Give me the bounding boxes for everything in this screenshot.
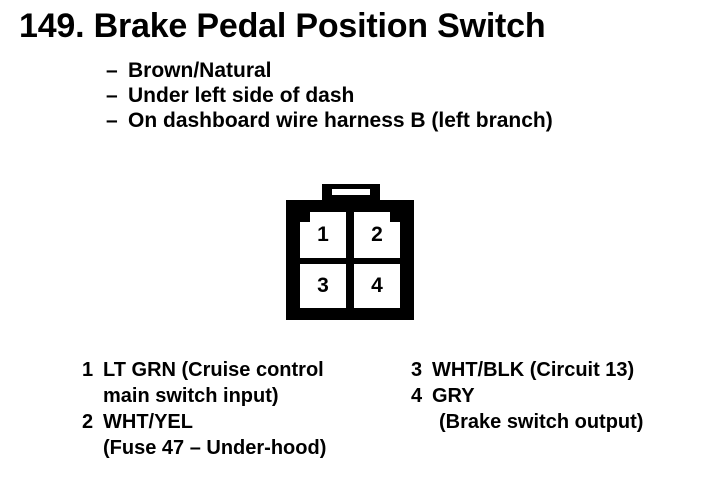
legend-text-continued: (Fuse 47 – Under-hood) — [103, 437, 327, 459]
legend-item-1: 1 LT GRN (Cruise control main switch inp… — [82, 357, 326, 409]
legend-first-line: 3 WHT/BLK (Circuit 13) — [411, 357, 643, 383]
legend-pin-number: 4 — [411, 385, 423, 407]
dash-icon: – — [106, 109, 118, 132]
legend-pin-number: 2 — [82, 411, 94, 433]
legend-first-line: 4 GRY — [411, 383, 643, 409]
note-text: Under left side of dash — [128, 84, 355, 107]
legend-first-line: 2 WHT/YEL — [82, 409, 326, 435]
dash-icon: – — [106, 84, 118, 107]
connector-locking-tab — [322, 184, 380, 202]
cavity-label: 3 — [317, 273, 329, 297]
dash-icon: – — [106, 59, 118, 82]
legend-item-3: 3 WHT/BLK (Circuit 13) — [411, 357, 643, 383]
legend-text: WHT/YEL — [103, 411, 193, 433]
connector-cavity-1: 1 — [300, 212, 346, 258]
cavity-label: 2 — [371, 222, 383, 246]
note-item: – Brown/Natural — [106, 58, 553, 83]
connector-body: 1 2 3 4 — [286, 200, 414, 320]
connector-cavity-2: 2 — [354, 212, 400, 258]
legend-text: GRY — [432, 385, 475, 407]
legend-text-continued: (Brake switch output) — [439, 411, 644, 433]
legend-column-left: 1 LT GRN (Cruise control main switch inp… — [82, 357, 326, 461]
legend-pin-number: 1 — [82, 359, 94, 381]
legend-text: LT GRN (Cruise control — [103, 359, 324, 381]
notes-list: – Brown/Natural – Under left side of das… — [106, 58, 553, 133]
legend-column-right: 3 WHT/BLK (Circuit 13) 4 GRY (Brake swit… — [411, 357, 643, 435]
connector-tab-slot — [332, 189, 370, 195]
note-text: Brown/Natural — [128, 59, 272, 82]
legend-text-continued: main switch input) — [103, 385, 279, 407]
note-text: On dashboard wire harness B (left branch… — [128, 109, 553, 132]
legend-item-4: 4 GRY (Brake switch output) — [411, 383, 643, 435]
page-title: 149. Brake Pedal Position Switch — [19, 7, 546, 45]
note-item: – On dashboard wire harness B (left bran… — [106, 108, 553, 133]
connector-diagram: 1 2 3 4 — [286, 184, 414, 320]
connector-cavity-3: 3 — [300, 264, 346, 308]
cavity-label: 4 — [371, 273, 383, 297]
legend-item-2: 2 WHT/YEL (Fuse 47 – Under-hood) — [82, 409, 326, 461]
note-item: – Under left side of dash — [106, 83, 553, 108]
legend-text: WHT/BLK (Circuit 13) — [432, 359, 635, 381]
connector-cavity-4: 4 — [354, 264, 400, 308]
cavity-label: 1 — [317, 222, 329, 246]
legend-pin-number: 3 — [411, 359, 423, 381]
legend-first-line: 1 LT GRN (Cruise control — [82, 357, 326, 383]
